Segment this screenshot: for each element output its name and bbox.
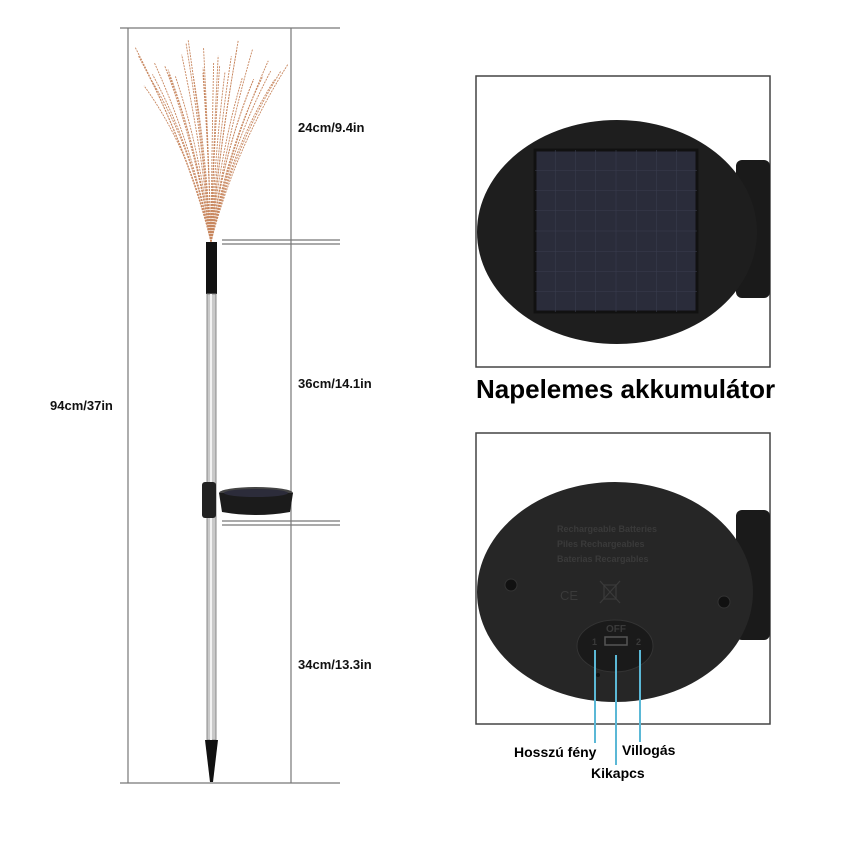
label-flashing: Villogás [622,742,676,758]
firework-wire [187,39,212,243]
firework-wire [152,74,212,243]
firework-wire [210,77,243,243]
firework-wire [168,73,212,243]
firework-wire [185,42,212,243]
battery-text-1: Rechargeable Batteries [557,524,657,534]
garden-stake [202,242,293,782]
firework-wire [174,76,212,243]
switch-1-label: 1 [592,637,597,647]
firework-wire [151,81,212,243]
label-long-light: Hosszú fény [514,744,597,760]
firework-wire [137,55,212,243]
firework-wire [210,70,272,243]
firework-wire [192,76,212,243]
firework-wire [210,72,226,243]
dimension-lines [120,27,340,784]
firework-wire [210,49,253,243]
switch-2-label: 2 [636,637,641,647]
dimension-top: 24cm/9.4in [298,120,365,135]
firework-wire [210,62,215,243]
ce-mark: CE [560,588,578,603]
firework-wire [143,85,212,243]
firework-wire [202,67,212,243]
battery-text-2: Piles Rechargeables [557,539,645,549]
solar-panel-caption: Napelemes akkumulátor [476,374,776,404]
weee-bin-icon [599,580,621,604]
battery-cover-photo: Rechargeable Batteries Piles Rechargeabl… [475,432,771,765]
dimension-total: 94cm/37in [50,398,113,413]
battery-text-3: Baterias Recargables [557,554,649,564]
firework-wire [210,40,239,243]
switch-off-label: OFF [606,624,626,635]
firework-wire [210,70,282,243]
firework-wire [210,76,264,243]
switch-callout-lines [594,650,641,765]
firework-wire [134,46,212,243]
firework-wires [134,39,289,243]
firework-wire [210,79,275,243]
dimension-bottom: 34cm/13.3in [298,657,372,672]
solar-panel-photo [475,75,771,368]
firework-wire [210,64,289,243]
label-off: Kikapcs [591,765,645,781]
dimension-middle: 36cm/14.1in [298,376,372,391]
firework-wire [210,78,255,243]
